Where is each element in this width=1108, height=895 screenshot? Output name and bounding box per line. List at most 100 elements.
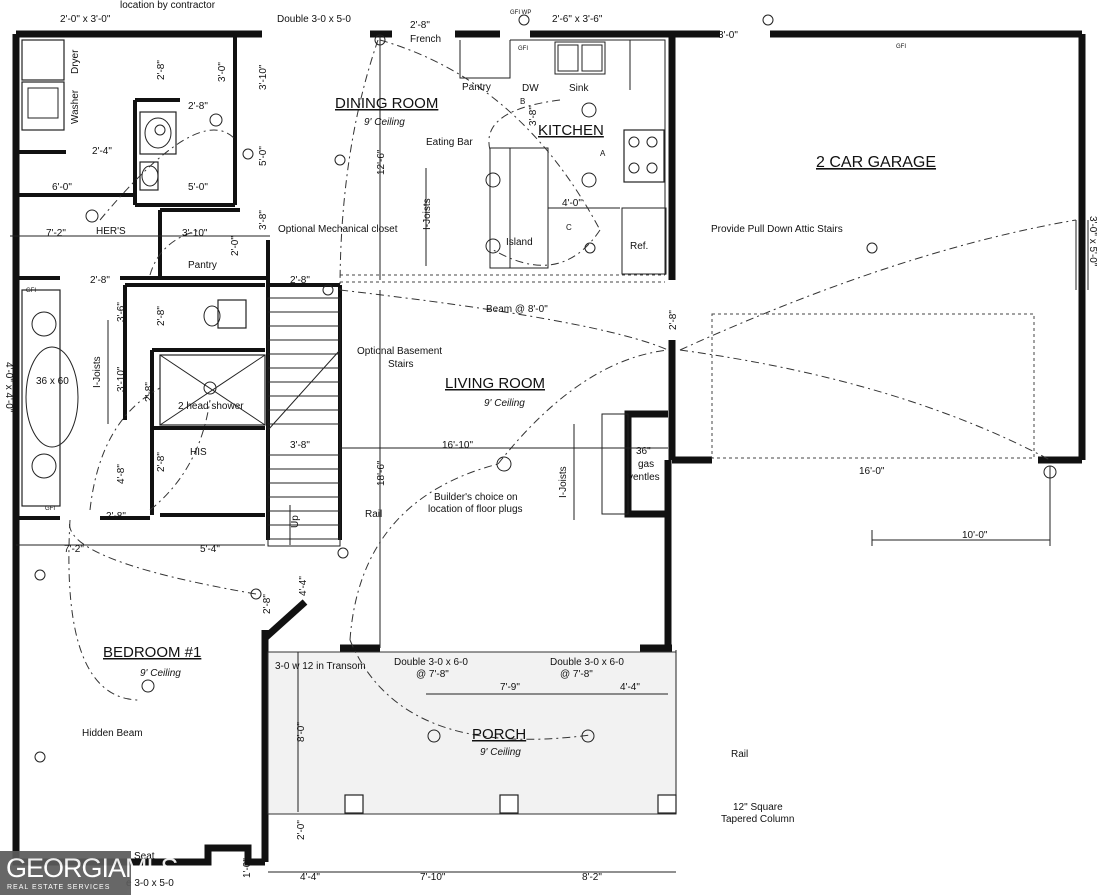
basement-stairs-label-2: Stairs — [388, 359, 414, 370]
porch-rail-label: Rail — [731, 749, 748, 760]
his-closet-label: HIS — [190, 447, 207, 458]
dim-hall-length: 4'-8" — [116, 464, 127, 484]
dim-bath-door: 3'-0" — [217, 62, 228, 82]
garage-details — [711, 220, 1089, 546]
column-label-2: Tapered Column — [721, 814, 794, 825]
hidden-beam-label: Hidden Beam — [82, 728, 143, 739]
dim-dining-window: Double 3-0 x 5-0 — [277, 14, 351, 25]
builder-note-2: location of floor plugs — [428, 504, 523, 515]
porch-label: PORCH — [472, 726, 526, 743]
fireplace-label-3: ventles — [628, 472, 660, 483]
appliance-c-label: C — [566, 223, 572, 232]
dim-front-door-2-head: @ 7'-8" — [560, 669, 593, 680]
shower-label: 2 head shower — [178, 401, 244, 412]
contractor-note: location by contractor — [120, 0, 216, 11]
dim-hers-closet: 7'-2" — [46, 228, 66, 239]
mls-logo-text: GEORGIAMLS — [6, 853, 179, 883]
dim-mech-closet: 3'-8" — [258, 210, 269, 230]
dim-laundry-door: 2'-8" — [156, 60, 167, 80]
dim-bath-window: 4'-0" x 4'-0" — [3, 362, 14, 413]
basement-stairs-label-1: Optional Basement — [357, 346, 442, 357]
dim-his-door: 2'-8" — [156, 452, 167, 472]
dim-pantry-door: 2'-0" — [230, 236, 241, 256]
dim-garage-offset: 10'-0" — [962, 530, 988, 541]
kitchen-counters — [340, 39, 667, 283]
washer-label: Washer — [70, 89, 81, 124]
dim-pantry-width: 3'-10" — [182, 228, 208, 239]
pantry-label: Pantry — [188, 260, 217, 271]
seat-label: Seat — [134, 851, 155, 862]
dim-porch-depth: 8'-0" — [296, 722, 307, 742]
sink-label: Sink — [569, 83, 589, 94]
dim-garage-door: 3'-0" — [718, 30, 738, 41]
dim-garage-entry: 2'-8" — [668, 310, 679, 330]
fixtures — [21, 39, 629, 515]
gfi-label-garage: GFI — [896, 44, 906, 50]
dim-living-depth: 18'-6" — [376, 460, 387, 486]
fireplace-label-1: 36" — [636, 446, 651, 457]
dim-front-door-1-head: @ 7'-8" — [416, 669, 449, 680]
dining-ceiling-label: 9' Ceiling — [364, 117, 405, 128]
kitchen-label: KITCHEN — [538, 122, 604, 139]
appliance-a-label: A — [600, 149, 606, 158]
gfi-label-bath-2: GFI — [45, 506, 55, 512]
light-fixtures — [34, 14, 1057, 763]
transom-label: 3-0 w 12 in Transom — [275, 661, 366, 672]
dim-laundry-window: 2'-0" x 3'-0" — [60, 14, 111, 25]
dim-entry-jog: 4'-4" — [298, 576, 309, 596]
mechanical-closet-label: Optional Mechanical closet — [278, 224, 398, 235]
dim-his-width: 5'-4" — [200, 544, 220, 555]
french-door-label: French — [410, 34, 441, 45]
appliance-b-label: B — [520, 97, 525, 106]
dim-bath-door: 2'-8" — [106, 511, 126, 522]
switch-legs — [68, 39, 1077, 740]
joists-living-label: I-Joists — [558, 466, 569, 498]
gfi-label-kitchen: GFI — [518, 46, 528, 52]
dim-bedroom-closet: 7'-2" — [64, 544, 84, 555]
dim-porch-col-3: 8'-2" — [582, 872, 602, 883]
bedroom-label: BEDROOM #1 — [103, 644, 201, 661]
dim-living-width: 16'-10" — [442, 440, 473, 451]
dim-stair-door: 2'-8" — [290, 275, 310, 286]
dim-hers-door: 2'-8" — [90, 275, 110, 286]
dim-bedroom-door: 2'-8" — [262, 594, 273, 614]
stair-rail-label: Rail — [365, 509, 382, 520]
dim-hall-width: 3'-10" — [258, 64, 269, 90]
mls-watermark: GEORGIAMLS REAL ESTATE SERVICES — [0, 851, 179, 895]
dim-powder-door: 2'-8" — [188, 101, 208, 112]
column-label-1: 12" Square — [733, 802, 783, 813]
island-label: Island — [506, 237, 533, 248]
dim-porch-col-2: 7'-10" — [420, 872, 446, 883]
living-room-label: LIVING ROOM — [445, 375, 545, 392]
gfi-label-bath: GFI — [26, 288, 36, 294]
dryer-label: Dryer — [70, 49, 81, 74]
hers-closet-label: HER'S — [96, 226, 126, 237]
dim-kitchen-window: 2'-6" x 3'-6" — [552, 14, 603, 25]
dim-stair-width: 3'-8" — [290, 440, 310, 451]
dim-porch-col-1: 4'-4" — [300, 872, 320, 883]
dim-bath-aisle: 3'-6" — [116, 302, 127, 322]
dim-front-door-2: Double 3-0 x 6-0 — [550, 657, 624, 668]
fireplace-label-2: gas — [638, 459, 654, 470]
living-ceiling-label: 9' Ceiling — [484, 398, 525, 409]
garage-label: 2 CAR GARAGE — [816, 154, 936, 171]
dim-kitchen-aisle: 3'-8" — [528, 106, 539, 126]
joists-left-label: I-Joists — [92, 356, 103, 388]
eating-bar-label: Eating Bar — [426, 137, 473, 148]
dim-seat-jog: 1'-0" — [242, 858, 253, 878]
dim-porch-corner: 4'-4" — [620, 682, 640, 693]
dining-room-label: DINING ROOM — [335, 95, 438, 112]
beam-label: Beam @ 8'-0" — [486, 304, 548, 315]
porch-ceiling-label: 9' Ceiling — [480, 747, 521, 758]
tub-label: 36 x 60 — [36, 376, 69, 387]
dim-bedroom-window: e 3-0 x 5-0 — [126, 878, 174, 889]
dim-laundry-depth: 2'-4" — [92, 146, 112, 157]
mls-logo-subtext: REAL ESTATE SERVICES — [7, 884, 111, 891]
dim-island: 4'-0" — [562, 198, 582, 209]
attic-stairs-label: Provide Pull Down Attic Stairs — [711, 224, 843, 235]
dishwasher-label: DW — [522, 83, 539, 94]
dim-shower-door: 2'-8" — [144, 382, 155, 402]
dim-toilet-door: 2'-8" — [156, 306, 167, 326]
dimension-lines — [10, 36, 676, 873]
